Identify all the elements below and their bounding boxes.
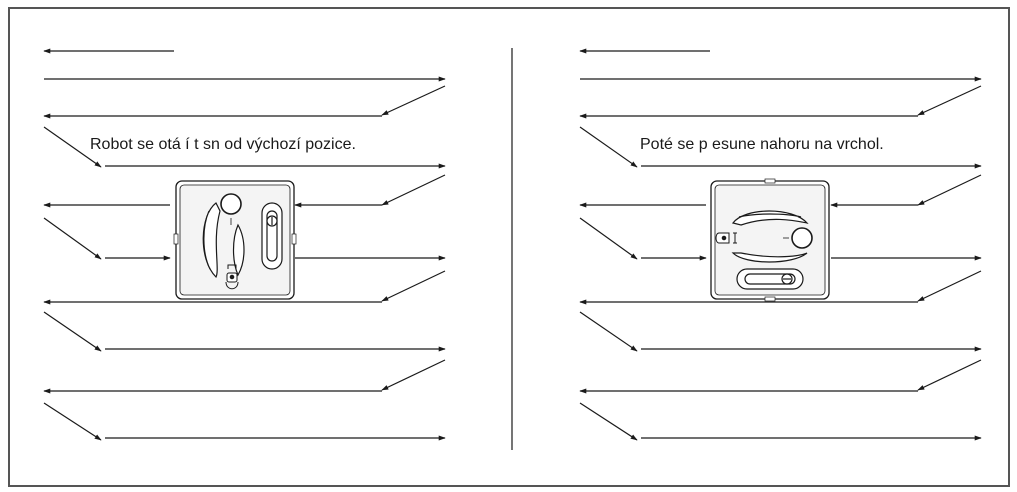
panel-left: Robot se otá í t sn od výchozí pozice.	[43, 48, 446, 441]
arrow-icon	[43, 217, 102, 260]
arrow-icon	[917, 359, 982, 391]
sensor-icon	[715, 232, 737, 244]
arrow-icon	[579, 402, 638, 441]
panel-right: Poté se p esune nahoru na vrchol.	[579, 48, 982, 441]
arrow-icon	[381, 270, 446, 302]
power-button-icon	[783, 227, 813, 249]
arrow-icon	[43, 126, 102, 168]
robot-icon	[173, 180, 297, 300]
arrow-icon	[579, 217, 638, 260]
pad-icon	[736, 268, 804, 290]
arrow-icon	[381, 359, 446, 391]
arrow-icon	[43, 311, 102, 352]
handle-icon	[731, 210, 809, 263]
panel-caption: Poté se p esune nahoru na vrchol.	[640, 136, 884, 153]
robot-icon	[710, 178, 830, 302]
arrow-icon	[917, 174, 982, 206]
arrow-icon	[917, 270, 982, 302]
handle-icon	[202, 202, 245, 279]
arrow-icon	[43, 402, 102, 441]
panel-caption: Robot se otá í t sn od výchozí pozice.	[90, 136, 356, 153]
pad-icon	[261, 202, 283, 270]
arrow-icon	[579, 126, 638, 168]
arrow-icon	[381, 85, 446, 116]
path-arrows	[579, 48, 982, 441]
arrow-icon	[381, 174, 446, 206]
path-arrows	[43, 48, 446, 441]
outer-frame	[8, 7, 1010, 487]
power-button-icon	[220, 193, 242, 225]
sensor-icon	[225, 264, 239, 290]
arrow-icon	[917, 85, 982, 116]
arrow-icon	[579, 311, 638, 352]
